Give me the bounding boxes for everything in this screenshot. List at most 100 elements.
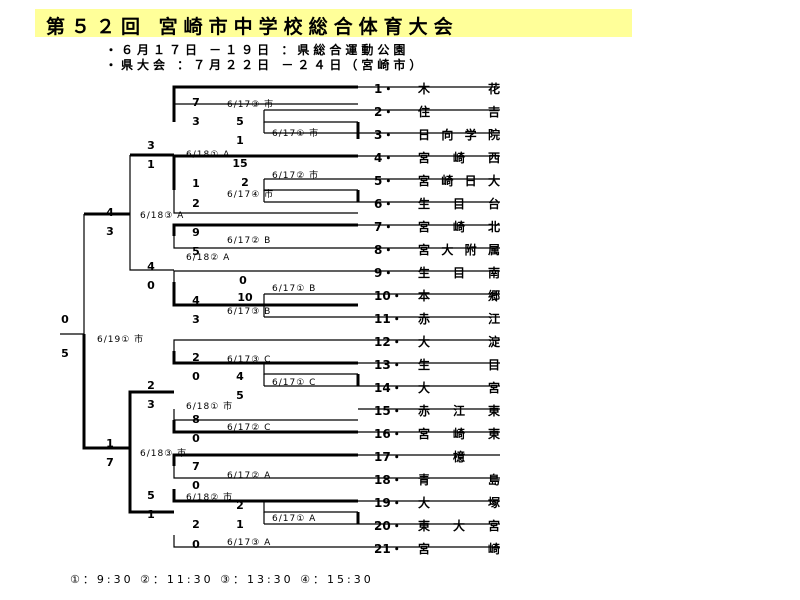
score: 0 xyxy=(192,479,200,492)
schedule-info: ・６月１７日 －１９日 ：県総合運動公園 xyxy=(105,43,410,57)
bracket-match xyxy=(173,466,358,479)
score: 4 xyxy=(192,294,200,307)
bracket-match xyxy=(263,294,358,306)
score: 4 xyxy=(236,370,244,383)
score: 0 xyxy=(192,370,200,383)
team-row: 14・大宮 xyxy=(374,381,500,395)
match-info: 6/17① 市 xyxy=(272,129,320,139)
bracket-match xyxy=(263,501,358,513)
winner-path xyxy=(172,351,358,365)
score: 3 xyxy=(192,313,200,326)
score: 0 xyxy=(192,538,200,551)
team-row: 11・赤江 xyxy=(374,312,500,326)
score: 0 xyxy=(192,432,200,445)
prefectural-info: ・県大会 ：７月２２日 －２４日（宮崎市） xyxy=(105,58,426,72)
bracket-match xyxy=(263,110,358,123)
score: 7 xyxy=(192,96,200,109)
match-info: 6/17② A xyxy=(227,471,272,481)
team-row: 19・大塚 xyxy=(374,496,500,510)
score: 4 xyxy=(106,206,114,219)
score: 1 xyxy=(147,508,155,521)
score: 2 xyxy=(241,176,249,189)
team-row: 17・檍 xyxy=(374,450,465,464)
score: 1 xyxy=(236,518,244,531)
team-row: 8・宮大附属 xyxy=(374,243,500,257)
score: 10 xyxy=(237,291,253,304)
match-info: 6/17④ 市 xyxy=(227,190,275,200)
score: 3 xyxy=(147,139,155,152)
match-info: 6/17① A xyxy=(272,514,317,524)
score: 2 xyxy=(192,197,200,210)
bracket-match xyxy=(173,190,358,214)
team-row: 2・住吉 xyxy=(374,105,500,119)
match-info: 6/17① C xyxy=(272,378,317,388)
winner-path xyxy=(172,453,358,466)
winner-path xyxy=(172,282,358,307)
score: 7 xyxy=(192,460,200,473)
match-info: 6/17③ A xyxy=(227,538,272,548)
score: 2 xyxy=(236,499,244,512)
score: 5 xyxy=(236,115,244,128)
team-row: 21・宮崎 xyxy=(374,542,500,556)
team-row: 4・宮崎西 xyxy=(374,151,500,165)
title-bar xyxy=(35,9,632,37)
team-row: 20・東大宮 xyxy=(374,519,500,533)
match-info: 6/17③ 市 xyxy=(227,100,275,110)
score: 7 xyxy=(106,456,114,469)
team-row: 13・生目 xyxy=(374,358,500,372)
team-row: 12・大淀 xyxy=(374,335,500,349)
match-info: 6/18① 市 xyxy=(186,402,234,412)
match-info: 6/18② 市 xyxy=(186,493,234,503)
match-info: 6/17① B xyxy=(272,284,317,294)
match-info: 6/17② B xyxy=(227,236,272,246)
match-info: 6/18③ A xyxy=(140,211,185,221)
score: 3 xyxy=(106,225,114,238)
team-row: 1・木花 xyxy=(374,82,500,96)
match-info: 6/17③ B xyxy=(227,307,272,317)
team-row: 15・赤江東 xyxy=(374,404,500,418)
match-info: 6/17② C xyxy=(227,423,272,433)
time-slot-legend: ①：9:30 ②：11:30 ③：13:30 ④：15:30 xyxy=(70,573,374,586)
match-info: 6/17③ C xyxy=(227,355,272,365)
bracket-match xyxy=(129,155,174,271)
bracket-match xyxy=(173,339,358,351)
score: 15 xyxy=(232,157,248,170)
match-info: 6/19① 市 xyxy=(97,335,145,345)
score: 2 xyxy=(147,379,155,392)
score: 9 xyxy=(192,226,200,239)
winner-path xyxy=(128,390,174,448)
match-info: 6/18① A xyxy=(186,150,231,160)
score: 0 xyxy=(239,274,247,287)
score: 5 xyxy=(147,489,155,502)
bracket-match xyxy=(173,535,358,548)
winner-path xyxy=(82,334,130,450)
team-row: 9・生目南 xyxy=(374,266,500,280)
score: 8 xyxy=(192,413,200,426)
score: 1 xyxy=(192,177,200,190)
match-info: 6/18③ 市 xyxy=(140,449,188,459)
score: 1 xyxy=(147,158,155,171)
match-info: 6/18② A xyxy=(186,253,231,263)
score: 2 xyxy=(192,518,200,531)
bracket-match xyxy=(173,236,358,249)
team-row: 10・本郷 xyxy=(374,289,500,303)
score: 0 xyxy=(61,313,69,326)
score: 5 xyxy=(236,389,244,402)
team-row: 16・宮崎東 xyxy=(374,427,500,441)
score: 5 xyxy=(192,245,200,258)
score: 0 xyxy=(147,279,155,292)
match-info: 6/17② 市 xyxy=(272,171,320,181)
bracket-match xyxy=(173,270,358,282)
score: 2 xyxy=(192,351,200,364)
score: 3 xyxy=(192,115,200,128)
score: 5 xyxy=(61,347,69,360)
score: 1 xyxy=(106,437,114,450)
winner-path xyxy=(172,420,358,434)
winner-path xyxy=(128,448,174,514)
team-row: 7・宮崎北 xyxy=(374,220,500,234)
score: 1 xyxy=(236,134,244,147)
score: 3 xyxy=(147,398,155,411)
score: 4 xyxy=(147,260,155,273)
winner-path xyxy=(172,223,358,236)
